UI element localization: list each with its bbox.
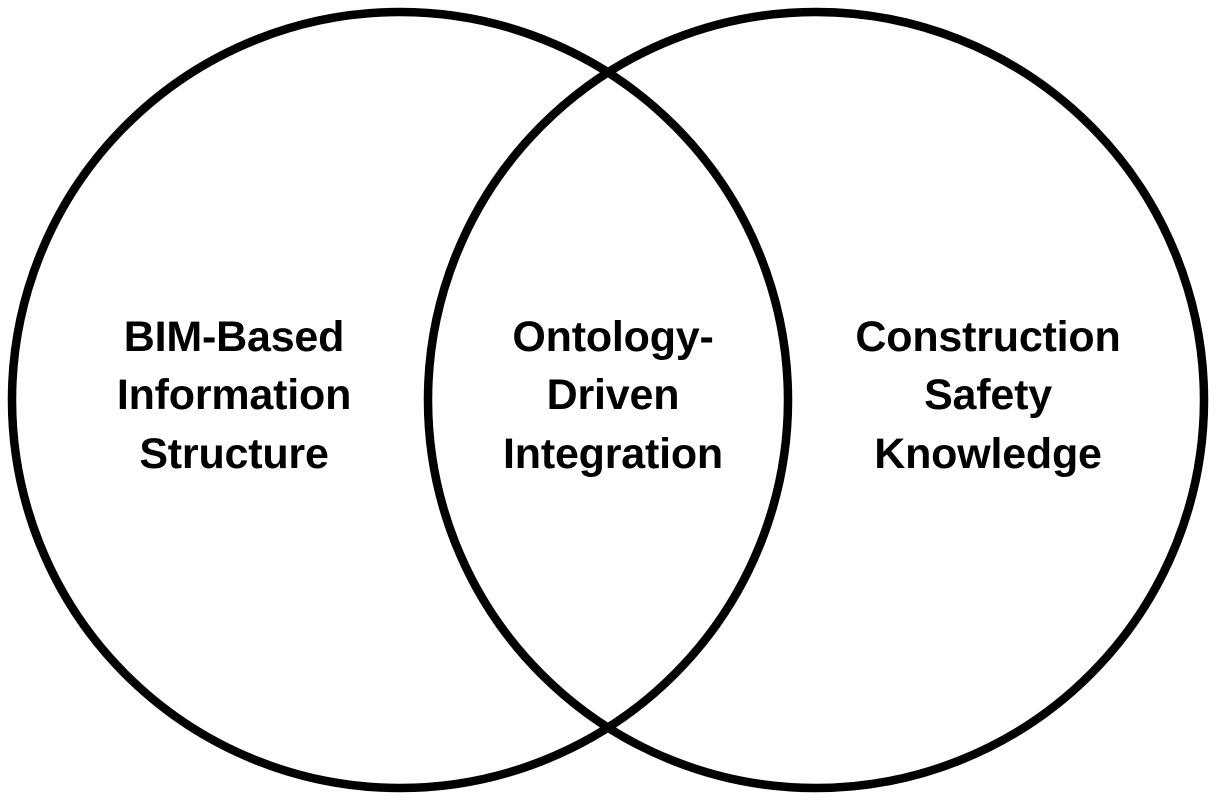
left-set-label-line-1: BIM-Based [123,313,345,361]
right-set-label-line-1: Construction [855,313,1121,361]
right-set-label-line-2: Safety [924,371,1052,420]
intersection-label-line-1: Ontology- [512,313,714,361]
left-set-label-line-2: Information [116,371,352,420]
left-set-label: BIM-Based Information Structure [54,308,414,483]
intersection-label: Ontology- Driven Integration [458,308,768,483]
left-set-circle [7,7,793,793]
right-set-label: Construction Safety Knowledge [812,308,1164,483]
right-set-label-line-3: Knowledge [874,429,1102,478]
right-set-circle [423,7,1209,793]
intersection-label-line-3: Integration [503,429,723,478]
left-set-label-line-3: Structure [139,429,329,478]
intersection-label-line-2: Driven [546,371,680,420]
